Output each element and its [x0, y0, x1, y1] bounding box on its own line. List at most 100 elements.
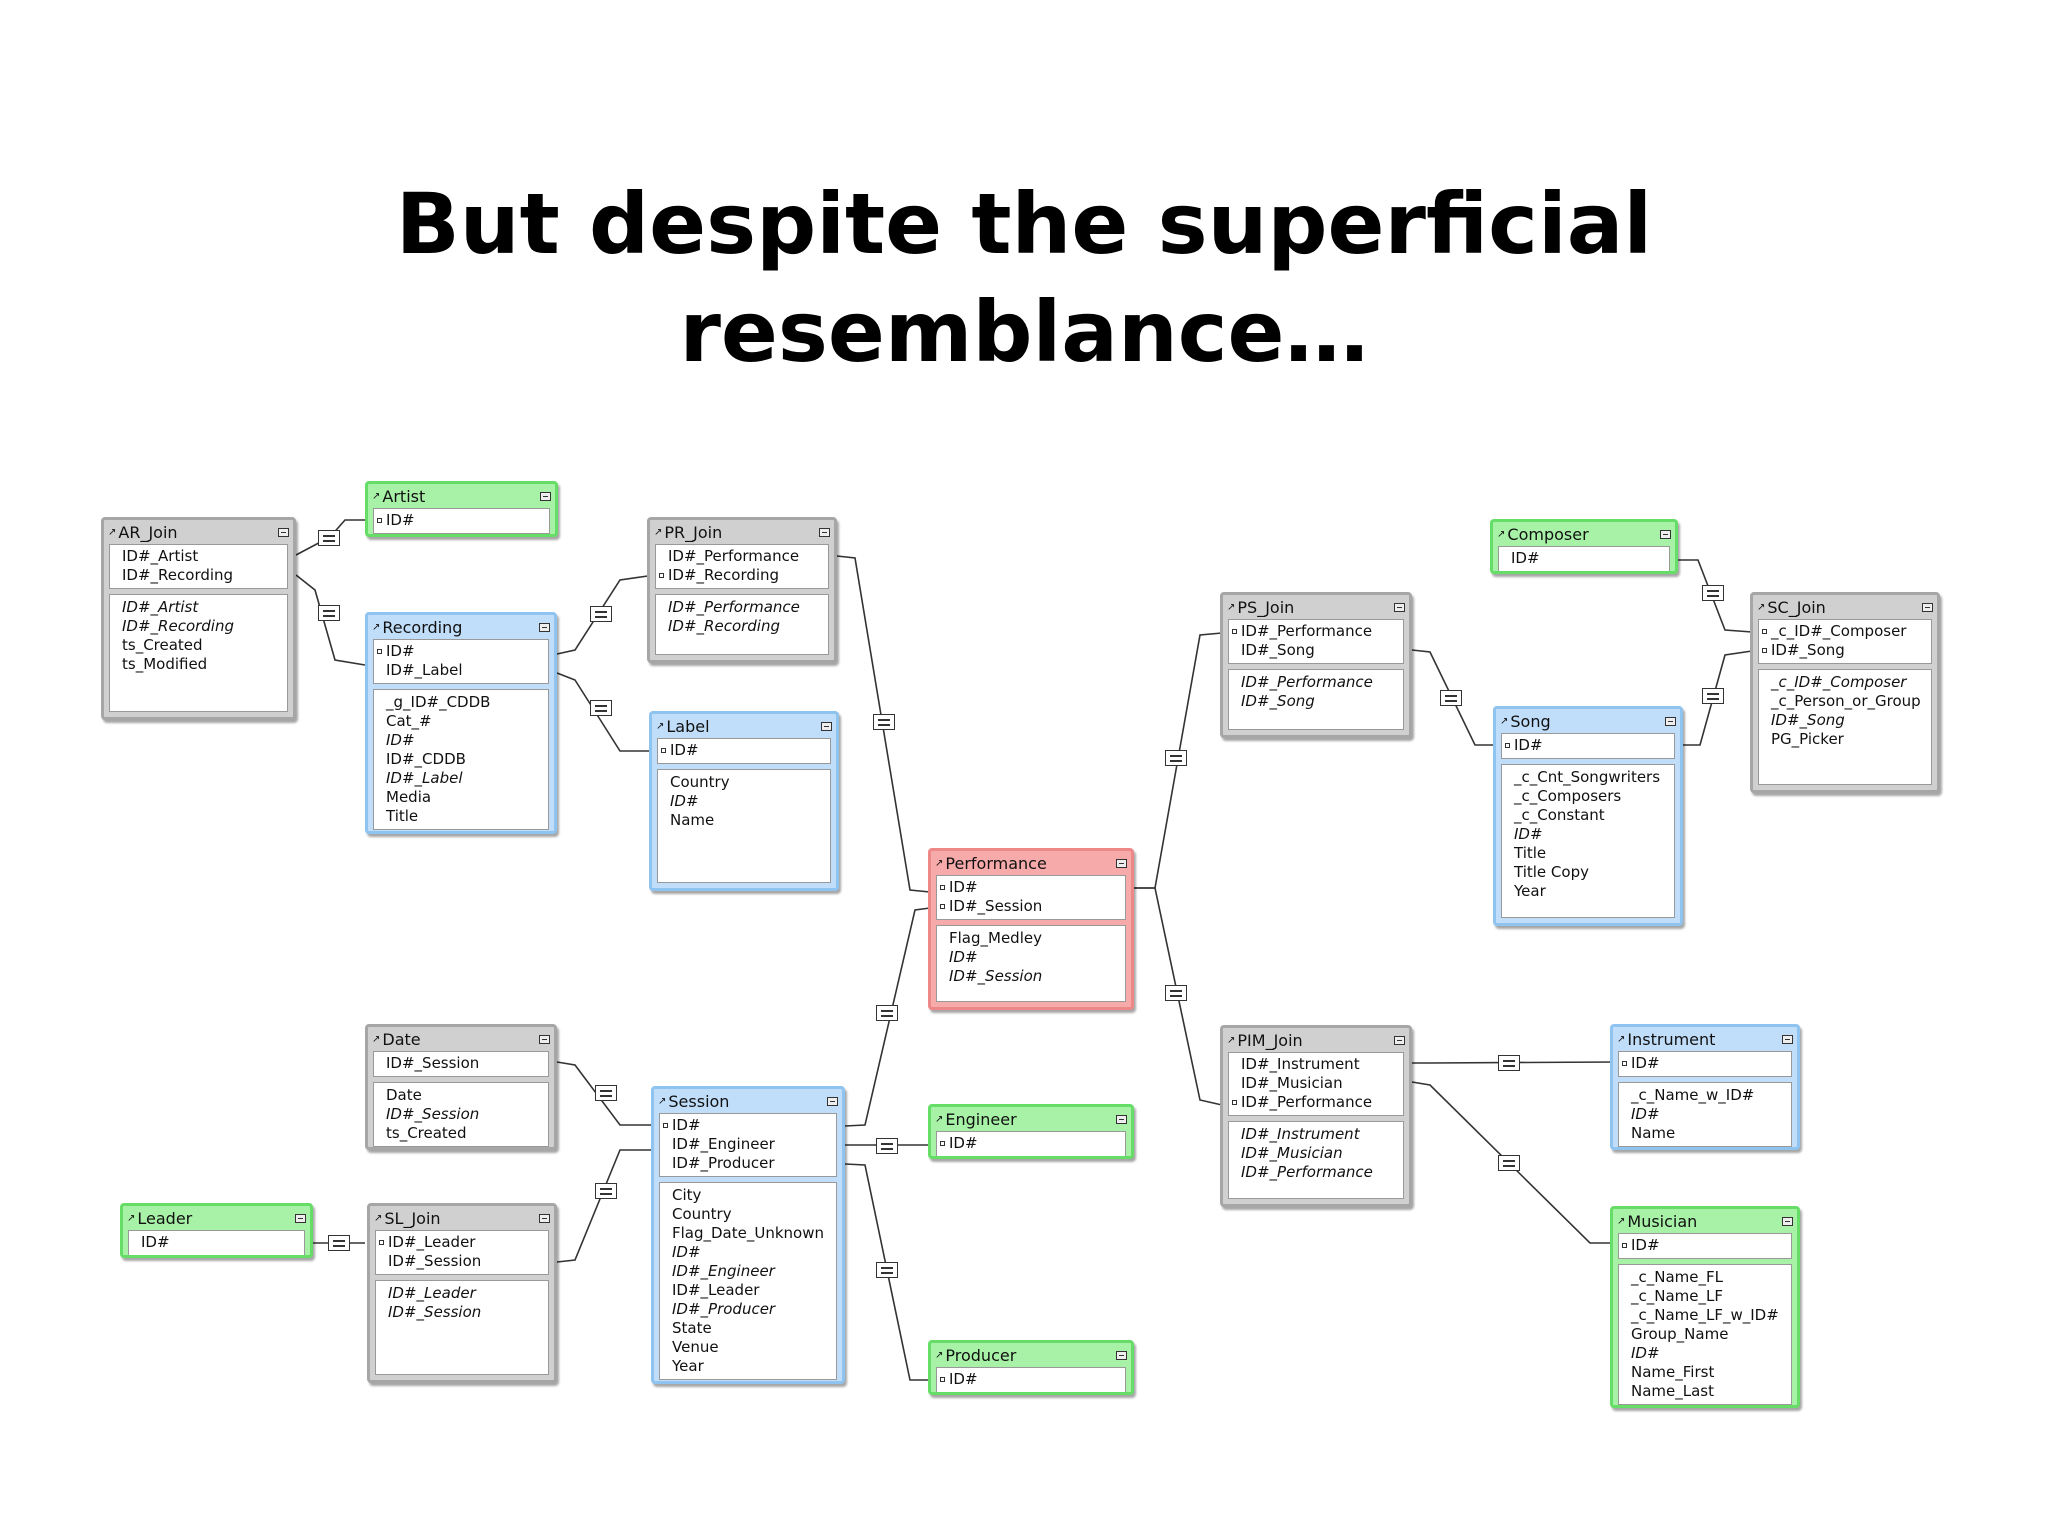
table-label[interactable]: ↗Label ID# Country ID# Name: [649, 711, 839, 891]
equals-operator-icon[interactable]: [318, 530, 340, 546]
field[interactable]: ID#_Musician: [1241, 1144, 1343, 1162]
collapse-icon[interactable]: [1782, 1216, 1793, 1226]
field[interactable]: _c_ID#_Composer: [1771, 673, 1907, 691]
field[interactable]: ID#_Session: [949, 967, 1043, 985]
table-performance[interactable]: ↗Performance ID# ID#_Session Flag_Medley…: [928, 848, 1134, 1010]
collapse-icon[interactable]: [539, 622, 550, 632]
field[interactable]: Name_First: [1631, 1363, 1715, 1381]
equals-operator-icon[interactable]: [876, 1138, 898, 1154]
table-date[interactable]: ↗Date ID#_Session Date ID#_Session ts_Cr…: [365, 1024, 557, 1150]
collapse-icon[interactable]: [827, 1096, 838, 1106]
field[interactable]: ID#_Engineer: [672, 1262, 775, 1280]
field[interactable]: Title: [386, 807, 419, 825]
field[interactable]: _c_Name_FL: [1631, 1268, 1723, 1286]
field[interactable]: ID#: [937, 1370, 1125, 1389]
collapse-icon[interactable]: [1116, 1350, 1127, 1360]
field[interactable]: ID#_Musician: [1241, 1074, 1343, 1092]
field[interactable]: Name: [1631, 1124, 1676, 1142]
field[interactable]: ID#: [949, 948, 978, 966]
collapse-icon[interactable]: [1116, 858, 1127, 868]
field[interactable]: ID#: [1631, 1105, 1660, 1123]
field[interactable]: Year: [1514, 882, 1546, 900]
field[interactable]: ID#_Session: [386, 1054, 480, 1072]
equals-operator-icon[interactable]: [876, 1005, 898, 1021]
table-session[interactable]: ↗Session ID# ID#_Engineer ID#_Producer C…: [651, 1086, 845, 1384]
field[interactable]: ID#_Producer: [672, 1300, 776, 1318]
field[interactable]: ID#_Performance: [668, 547, 800, 565]
field[interactable]: ID#: [1619, 1236, 1791, 1255]
equals-operator-icon[interactable]: [876, 1262, 898, 1278]
field[interactable]: ID#_Session: [937, 897, 1125, 916]
field[interactable]: Group_Name: [1631, 1325, 1729, 1343]
collapse-icon[interactable]: [1116, 1114, 1127, 1124]
equals-operator-icon[interactable]: [318, 605, 340, 621]
field[interactable]: _c_Constant: [1514, 806, 1605, 824]
field[interactable]: ID#: [1502, 736, 1674, 755]
field[interactable]: Name: [670, 811, 715, 829]
collapse-icon[interactable]: [819, 527, 830, 537]
collapse-icon[interactable]: [1922, 602, 1933, 612]
collapse-icon[interactable]: [1394, 1035, 1405, 1045]
field[interactable]: PG_Picker: [1771, 730, 1844, 748]
field[interactable]: ID#: [374, 642, 548, 661]
field[interactable]: ID#: [141, 1233, 170, 1251]
field[interactable]: ID#: [1514, 825, 1543, 843]
field[interactable]: Name_Last: [1631, 1382, 1714, 1400]
field[interactable]: Title Copy: [1514, 863, 1589, 881]
field[interactable]: ID#_Recording: [122, 617, 235, 635]
field[interactable]: ID#: [1619, 1054, 1791, 1073]
table-recording[interactable]: ↗Recording ID# ID#_Label _g_ID#_CDDB Cat…: [365, 612, 557, 834]
equals-operator-icon[interactable]: [595, 1085, 617, 1101]
field[interactable]: ID#_Performance: [1241, 673, 1373, 691]
table-sc-join[interactable]: ↗SC_Join _c_ID#_Composer ID#_Song _c_ID#…: [1750, 592, 1940, 793]
field[interactable]: ID#: [386, 731, 415, 749]
field[interactable]: ID#_Leader: [388, 1284, 476, 1302]
equals-operator-icon[interactable]: [595, 1183, 617, 1199]
equals-operator-icon[interactable]: [1440, 690, 1462, 706]
table-composer[interactable]: ↗Composer ID#: [1490, 519, 1678, 574]
field[interactable]: ID#_Label: [386, 661, 463, 679]
equals-operator-icon[interactable]: [1165, 985, 1187, 1001]
collapse-icon[interactable]: [539, 1213, 550, 1223]
field[interactable]: Media: [386, 788, 432, 806]
table-producer[interactable]: ↗Producer ID#: [928, 1340, 1134, 1395]
equals-operator-icon[interactable]: [590, 700, 612, 716]
field[interactable]: ID#_Session: [388, 1303, 482, 1321]
field[interactable]: ID#_Performance: [1229, 1093, 1403, 1112]
field[interactable]: ID#_Song: [1771, 711, 1845, 729]
field[interactable]: _c_Name_w_ID#: [1631, 1086, 1755, 1104]
equals-operator-icon[interactable]: [1702, 688, 1724, 704]
field[interactable]: ID#: [937, 1134, 1125, 1153]
field[interactable]: ID#: [374, 511, 549, 530]
field[interactable]: State: [672, 1319, 712, 1337]
field[interactable]: Cat_#: [386, 712, 432, 730]
field[interactable]: _c_Composers: [1514, 787, 1622, 805]
equals-operator-icon[interactable]: [1498, 1155, 1520, 1171]
field[interactable]: ID#_Instrument: [1241, 1055, 1360, 1073]
table-ar-join[interactable]: ↗AR_Join ID#_Artist ID#_Recording ID#_Ar…: [101, 517, 296, 720]
collapse-icon[interactable]: [821, 721, 832, 731]
field[interactable]: ID#_Song: [1241, 692, 1315, 710]
table-leader[interactable]: ↗Leader ID#: [120, 1203, 313, 1258]
collapse-icon[interactable]: [1660, 529, 1671, 539]
field[interactable]: Flag_Date_Unknown: [672, 1224, 824, 1242]
field[interactable]: ts_Modified: [122, 655, 208, 673]
field[interactable]: ID#_Producer: [672, 1154, 775, 1172]
field[interactable]: _c_ID#_Composer: [1759, 622, 1931, 641]
field[interactable]: Country: [670, 773, 730, 791]
collapse-icon[interactable]: [1782, 1034, 1793, 1044]
field[interactable]: ID#_Recording: [122, 566, 234, 584]
field[interactable]: Title: [1514, 844, 1547, 862]
field[interactable]: ID#_Session: [388, 1252, 482, 1270]
field[interactable]: ID#: [660, 1116, 836, 1135]
equals-operator-icon[interactable]: [873, 714, 895, 730]
field[interactable]: ID#_Session: [386, 1105, 480, 1123]
field[interactable]: ID#_Song: [1241, 641, 1315, 659]
equals-operator-icon[interactable]: [590, 606, 612, 622]
field[interactable]: ID#_Song: [1759, 641, 1931, 660]
equals-operator-icon[interactable]: [1165, 750, 1187, 766]
field[interactable]: ID#_CDDB: [386, 750, 466, 768]
field[interactable]: ID#_Leader: [376, 1233, 548, 1252]
field[interactable]: ID#_Performance: [1229, 622, 1403, 641]
field[interactable]: ID#_Recording: [656, 566, 828, 585]
